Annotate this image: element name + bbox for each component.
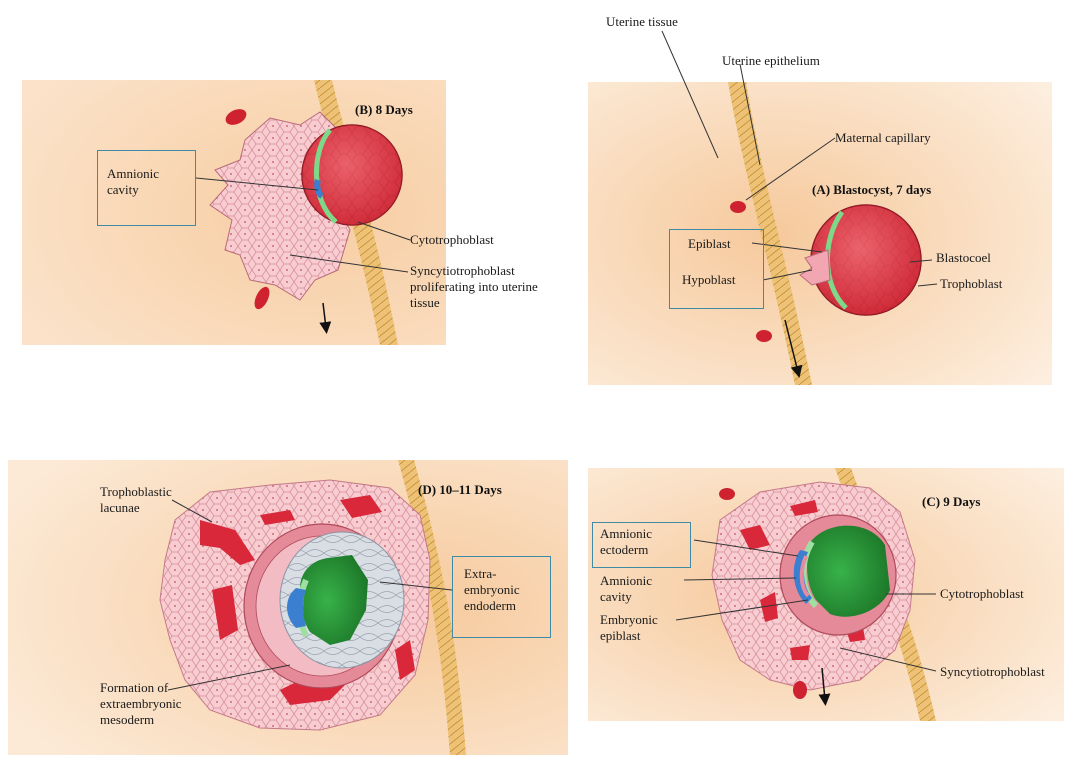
label-b-amnionic-cavity: Amnionic cavity [107, 166, 177, 198]
label-d-extraembryonic-endoderm: Extra-embryonic endoderm [464, 566, 544, 614]
label-d-trophoblastic-lacunae: Trophoblastic lacunae [100, 484, 180, 516]
capillary-c-2 [793, 681, 807, 699]
panel-b-graphic [22, 80, 446, 345]
label-a-blastocoel: Blastocoel [936, 250, 991, 266]
label-c-amnionic-ectoderm: Amnionic ectoderm [600, 526, 684, 558]
label-a-hypoblast: Hypoblast [682, 272, 735, 288]
label-a-maternal-capillary: Maternal capillary [835, 130, 931, 146]
label-c-amnionic-cavity: Amnionic cavity [600, 573, 684, 605]
label-a-epiblast: Epiblast [688, 236, 731, 252]
label-b-syncytiotrophoblast: Syncytiotrophoblast proliferating into u… [410, 263, 542, 311]
label-a-uterine-tissue: Uterine tissue [606, 14, 678, 30]
panel-b-title: (B) 8 Days [355, 102, 413, 118]
label-a-trophoblast: Trophoblast [940, 276, 1002, 292]
panel-a-graphic [588, 31, 1052, 385]
label-b-cytotrophoblast: Cytotrophoblast [410, 232, 494, 248]
capillary-a-2 [756, 330, 772, 342]
panel-d-title: (D) 10–11 Days [418, 482, 502, 498]
panel-c-title: (C) 9 Days [922, 494, 981, 510]
label-c-syncytiotrophoblast: Syncytiotrophoblast [940, 664, 1045, 680]
epiblast-c [807, 526, 890, 617]
label-d-extraembryonic-mesoderm: Formation of extraembryonic mesoderm [100, 680, 182, 728]
capillary-a-1 [730, 201, 746, 213]
label-a-uterine-epithelium: Uterine epithelium [722, 53, 820, 69]
label-c-cytotrophoblast: Cytotrophoblast [940, 586, 1024, 602]
capillary-c-1 [719, 488, 735, 500]
panel-a-title: (A) Blastocyst, 7 days [812, 182, 931, 198]
label-c-embryonic-epiblast: Embryonic epiblast [600, 612, 684, 644]
